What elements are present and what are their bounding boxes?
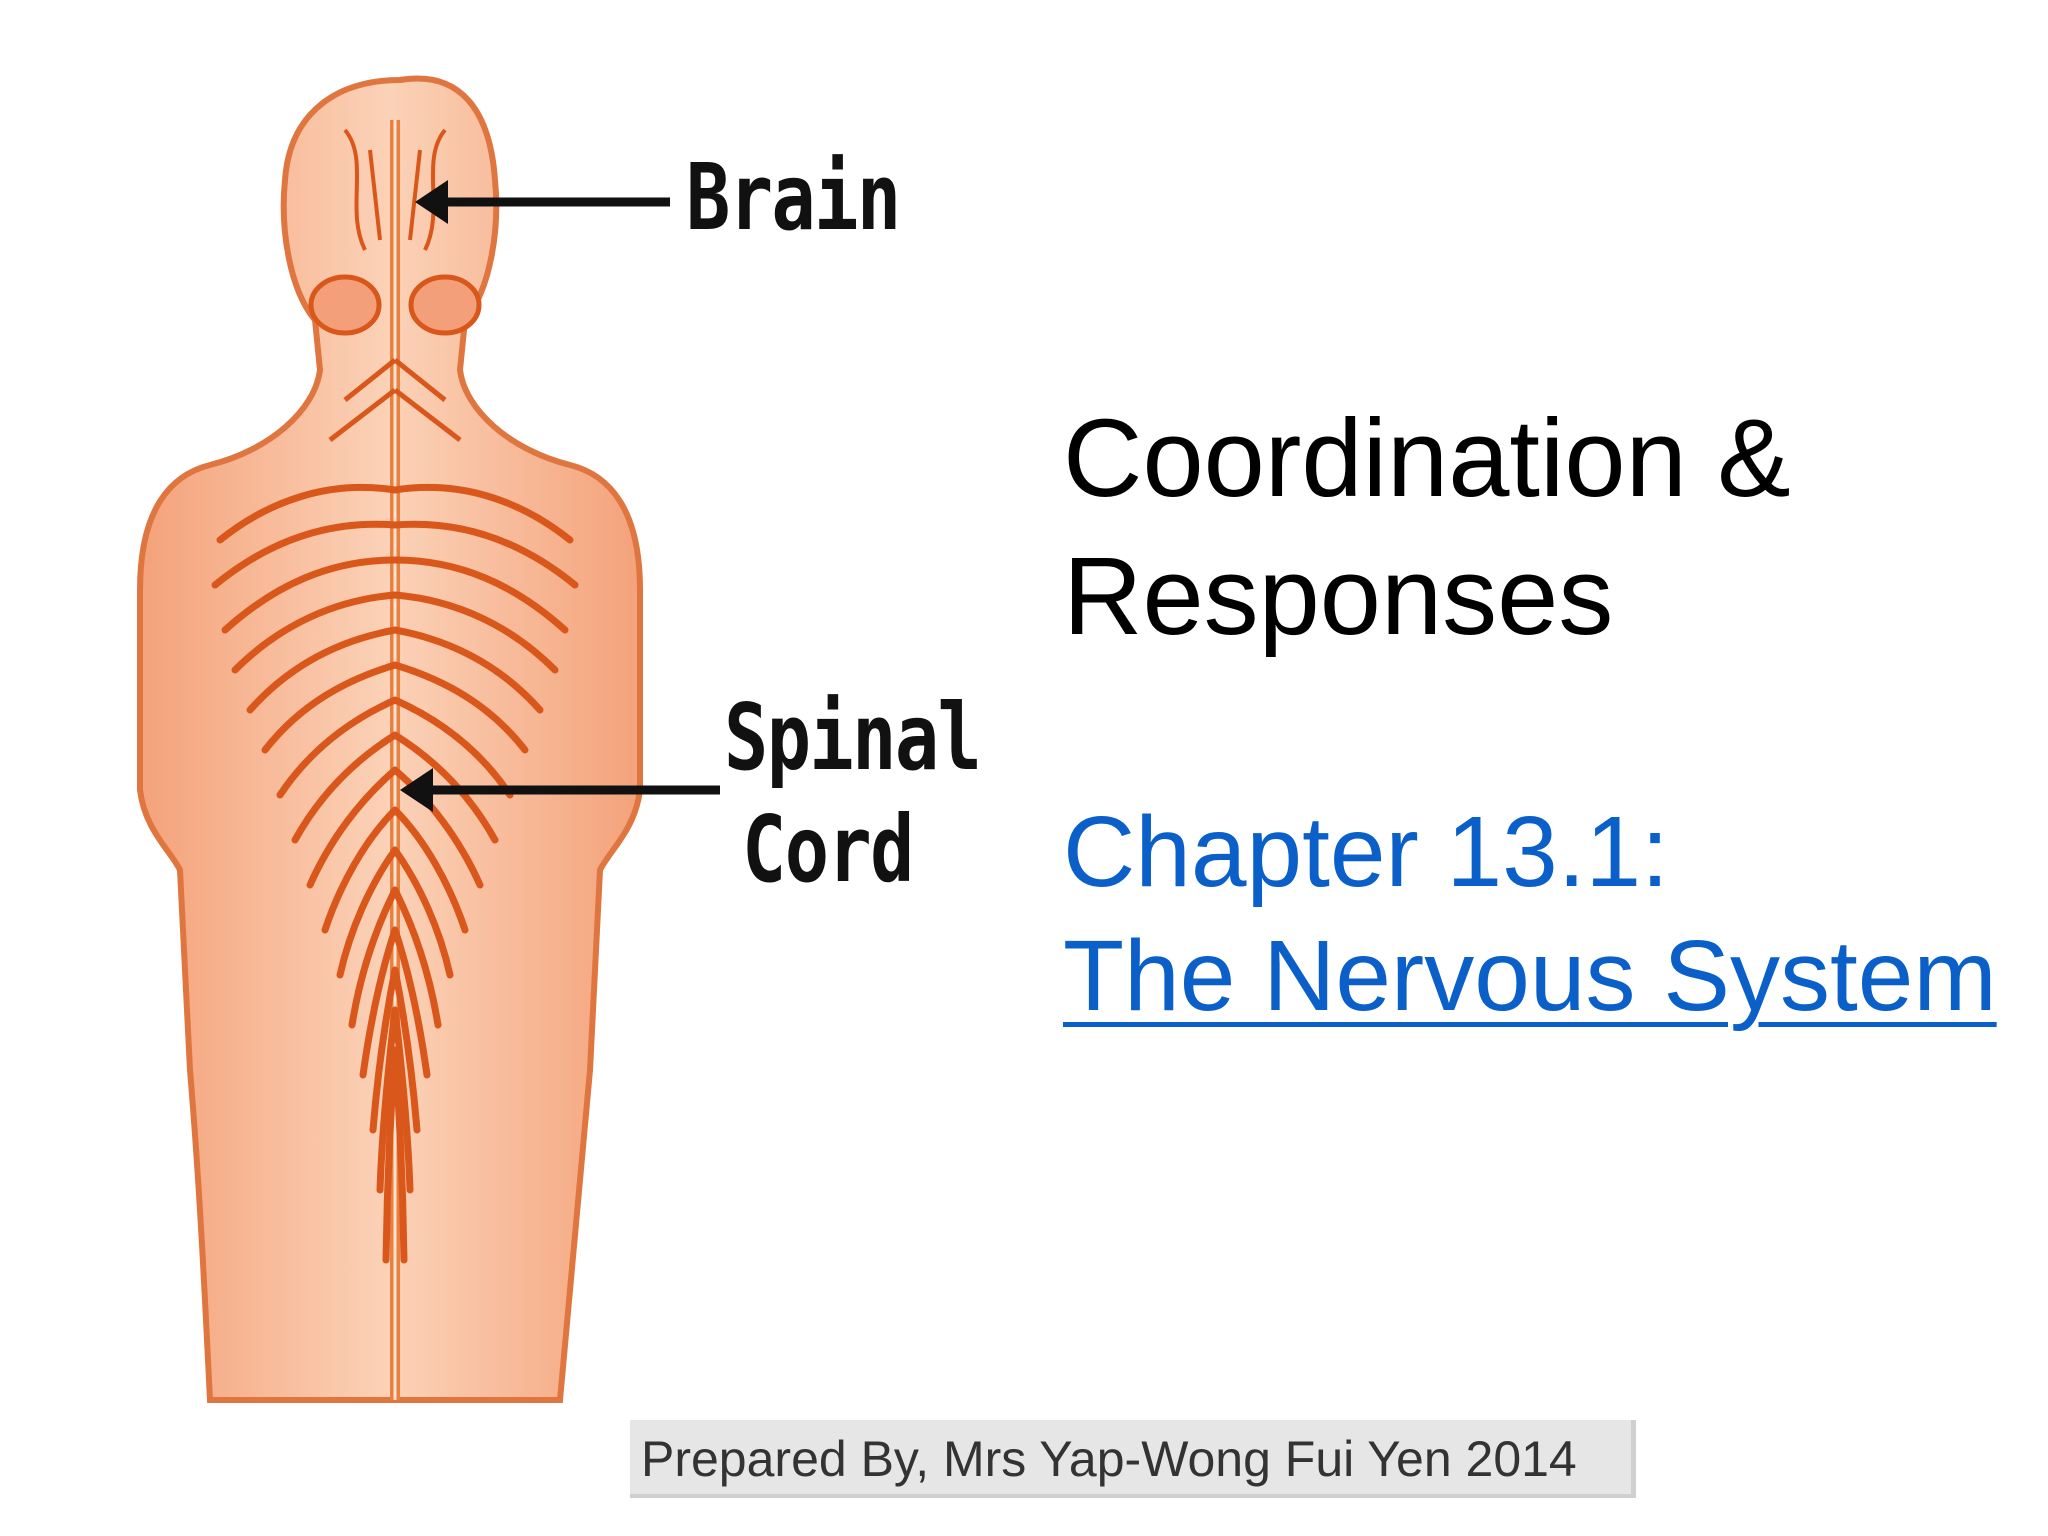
cord-label: Cord — [742, 796, 914, 903]
brain-label: Brain — [686, 144, 901, 251]
peripheral-nerves — [211, 484, 579, 1264]
slide-title: Coordination & Responses — [1063, 390, 2023, 666]
chapter-title-link[interactable]: The Nervous System — [1063, 920, 1997, 1032]
title-line-2: Responses — [1063, 535, 1614, 658]
nervous-system-figure — [130, 70, 930, 1410]
chapter-number: Chapter 13.1: — [1063, 796, 1669, 908]
author-footer: Prepared By, Mrs Yap-Wong Fui Yen 2014 — [630, 1420, 1636, 1498]
spinal-pointer-arrowhead — [400, 768, 433, 812]
title-line-1: Coordination & — [1063, 397, 1791, 520]
human-body-illustration — [137, 75, 720, 1403]
brain-pointer-arrowhead — [415, 180, 448, 224]
spinal-label: Spinal — [724, 684, 982, 791]
chapter-heading: Chapter 13.1: The Nervous System — [1063, 790, 2048, 1038]
